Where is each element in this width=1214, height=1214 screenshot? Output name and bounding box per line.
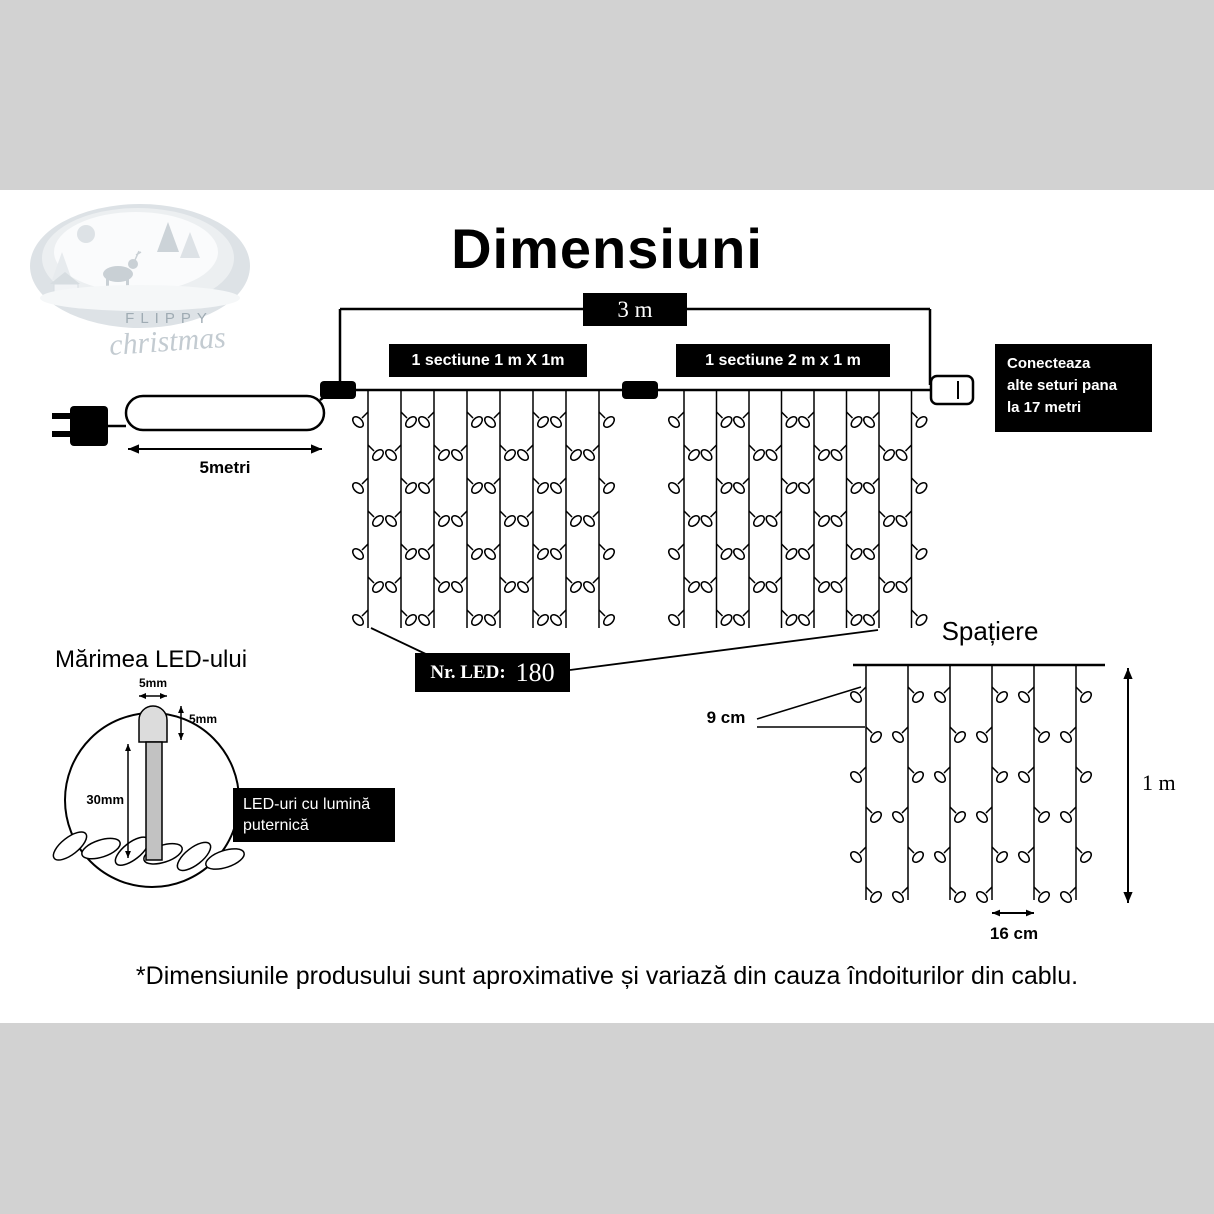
power-plug-icon <box>52 406 108 446</box>
footer-note: *Dimensiunile produsului sunt aproximati… <box>135 962 1079 990</box>
power-cable <box>108 388 335 432</box>
led-callout: LED-uri cu lumină puternică <box>233 788 395 842</box>
curtain-left <box>351 390 616 628</box>
content-panel <box>0 190 1214 1023</box>
wire-braid <box>176 841 212 872</box>
led-gap-label: 16 cm <box>989 924 1039 943</box>
cap-height-arrow <box>178 706 184 740</box>
end-plug-icon <box>929 374 975 406</box>
spacing-title: Spațiere <box>941 616 1039 646</box>
page-title: Dimensiuni <box>451 217 763 280</box>
deer-icon <box>103 266 133 282</box>
lead-length-label: 5metri <box>199 458 251 477</box>
body-height-arrow <box>125 744 131 858</box>
led-bulb-cap <box>138 705 168 743</box>
tree-icon <box>52 252 72 280</box>
connector-icon <box>622 381 658 399</box>
led-count-label: Nr. LED: <box>430 661 506 683</box>
moon-icon <box>77 225 95 243</box>
led-count-box: Nr. LED: 180 <box>415 653 570 692</box>
cable-loop <box>124 394 326 432</box>
five-meter-arrow <box>128 444 322 454</box>
body-height-label: 30mm <box>86 792 124 807</box>
spacing-pointer-lines <box>756 686 865 728</box>
brand-name-text: FLIPPY <box>125 310 213 327</box>
wire-braid <box>205 848 245 870</box>
tree-icon <box>180 232 200 258</box>
led-size-drawing <box>52 705 245 888</box>
nr-led-pointer-lines <box>370 627 879 671</box>
curtain-right <box>667 390 928 628</box>
logo-art <box>30 204 250 328</box>
spacing-curtain <box>849 665 1093 904</box>
section1-label: 1 sectiune 1 m X 1m <box>389 344 587 377</box>
drop-spacing-label: 9 cm <box>706 708 746 727</box>
gap-arrow <box>992 909 1034 917</box>
total-width-bracket <box>338 307 932 388</box>
cap-width-arrow <box>139 693 167 699</box>
height-label: 1 m <box>1142 770 1176 795</box>
connect-note: Conecteaza alte seturi pana la 17 metri <box>995 344 1152 432</box>
tree-icon <box>157 222 179 252</box>
cap-height-label: 5mm <box>189 712 218 726</box>
house-icon <box>50 272 80 284</box>
total-width-label: 3 m <box>583 293 687 326</box>
led-size-title: Mărimea LED-ului <box>55 646 248 673</box>
height-arrow <box>1123 668 1133 903</box>
wire-braid <box>52 831 88 861</box>
section2-label: 1 sectiune 2 m x 1 m <box>676 344 890 377</box>
led-count-value: 180 <box>515 657 555 687</box>
wire-braid <box>81 837 121 860</box>
cap-width-label: 5mm <box>138 676 167 690</box>
led-bulb-body <box>145 741 163 861</box>
